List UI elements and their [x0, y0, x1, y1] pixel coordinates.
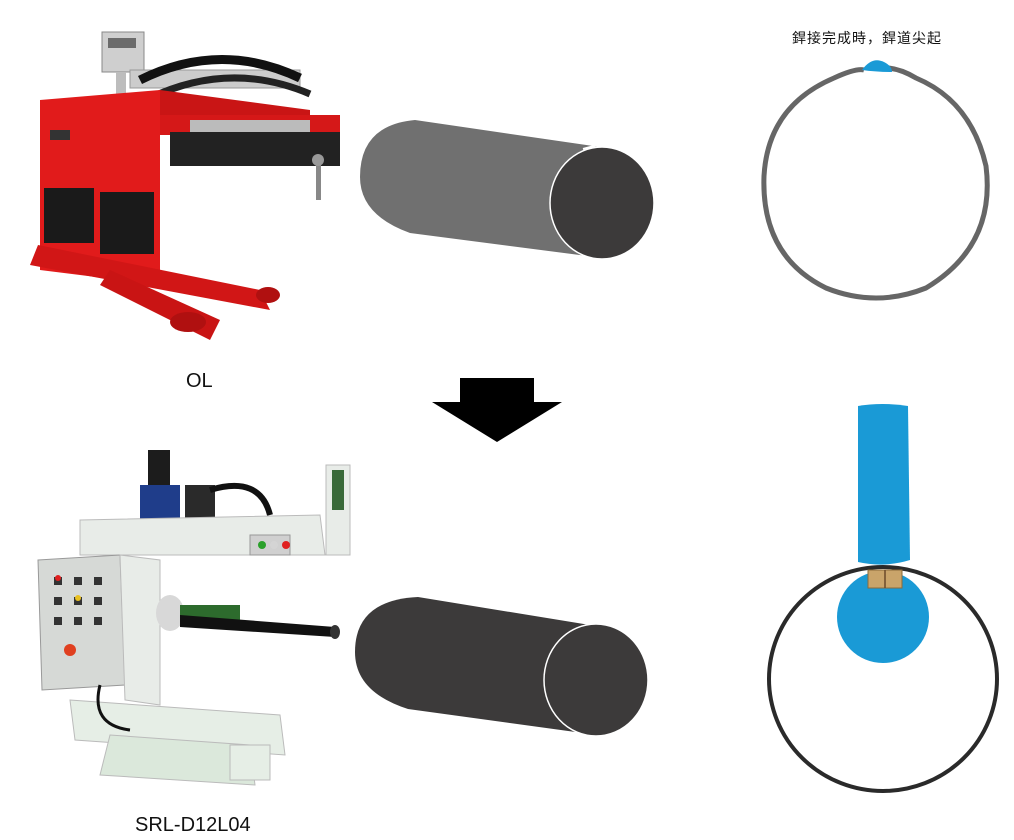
bottom-machine-label: SRL-D12L04: [135, 814, 251, 836]
weld-peak-annotation: 銲接完成時，銲道尖起: [792, 31, 942, 47]
top-machine-label: OL: [186, 370, 213, 392]
white-rolling-machine: [37, 450, 351, 786]
red-welder-machine: [30, 31, 340, 340]
rolling-ring: [767, 404, 999, 793]
peaked-seam-ring: [761, 60, 990, 301]
bottom-pipe: [355, 597, 649, 737]
top-pipe: [360, 120, 655, 260]
down-arrow-icon: [432, 378, 562, 442]
